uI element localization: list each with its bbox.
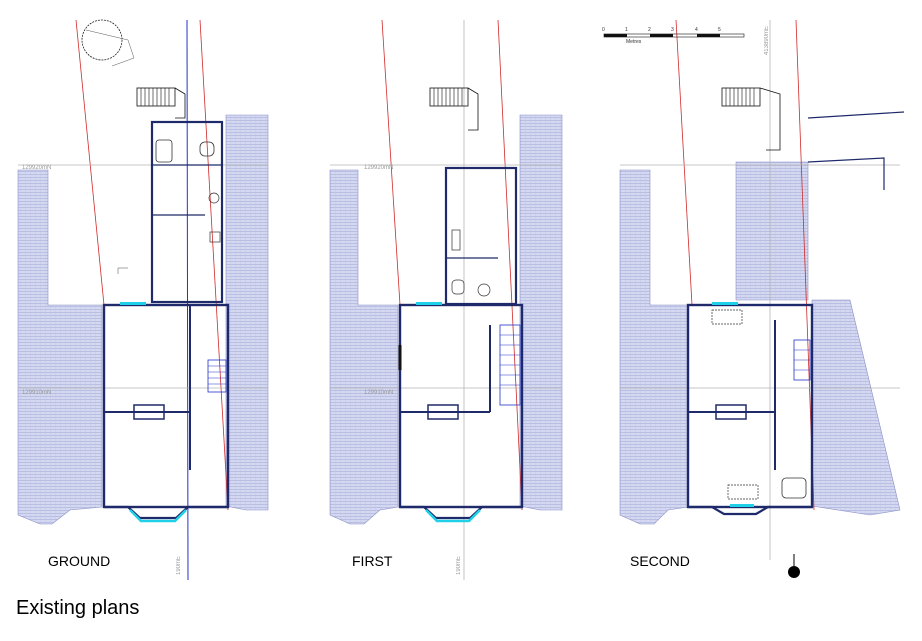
grid-label-north-b: 129910mN xyxy=(22,390,52,396)
first-plan xyxy=(329,19,563,580)
rear-roof-hatch xyxy=(735,161,809,301)
grid-label-north-a: 129920mN xyxy=(22,165,52,171)
neighbour-left-hatch-first xyxy=(329,169,399,525)
figure-caption: Existing plans xyxy=(16,597,140,619)
plan-label-second: SECOND xyxy=(630,553,690,569)
scale-tick-4: 4 xyxy=(695,27,698,33)
grid-label-east-top: 413890mE xyxy=(764,26,770,56)
internal-stair xyxy=(207,359,227,393)
plan-label-first: FIRST xyxy=(352,553,393,569)
scale-bar xyxy=(603,33,745,38)
tree-symbol xyxy=(81,19,123,61)
grid-label-east-ground: 190mE xyxy=(176,556,182,576)
ground-plan xyxy=(17,19,269,581)
grid-label-east-first: 190mE xyxy=(456,556,462,576)
neighbour-right-hatch-second xyxy=(811,299,901,516)
bay-glazing xyxy=(129,509,187,523)
scale-tick-3: 3 xyxy=(671,27,674,33)
plan-label-ground: GROUND xyxy=(48,553,111,569)
external-stairs xyxy=(136,87,186,119)
bath-fixture xyxy=(155,139,173,163)
second-plan xyxy=(603,19,905,578)
scale-tick-1: 1 xyxy=(625,27,628,33)
scale-tick-0: 0 xyxy=(602,27,605,33)
scale-tick-2: 2 xyxy=(648,27,651,33)
grid-label-north-a-first: 129920mN xyxy=(364,165,394,171)
external-stairs-second xyxy=(721,87,781,151)
grid-label-north-b-first: 129910mN xyxy=(364,390,394,396)
neighbour-left-hatch xyxy=(17,169,103,525)
external-stairs-first xyxy=(429,87,479,131)
chimney-breast xyxy=(133,404,165,420)
toilet-fixture xyxy=(199,141,215,157)
north-marker xyxy=(788,566,800,578)
scale-tick-5: 5 xyxy=(718,27,721,33)
scale-unit-label: Metres xyxy=(626,39,642,45)
neighbour-left-hatch-second xyxy=(619,169,689,525)
neighbour-right-hatch xyxy=(225,114,269,511)
neighbour-right-hatch-first xyxy=(519,114,563,511)
